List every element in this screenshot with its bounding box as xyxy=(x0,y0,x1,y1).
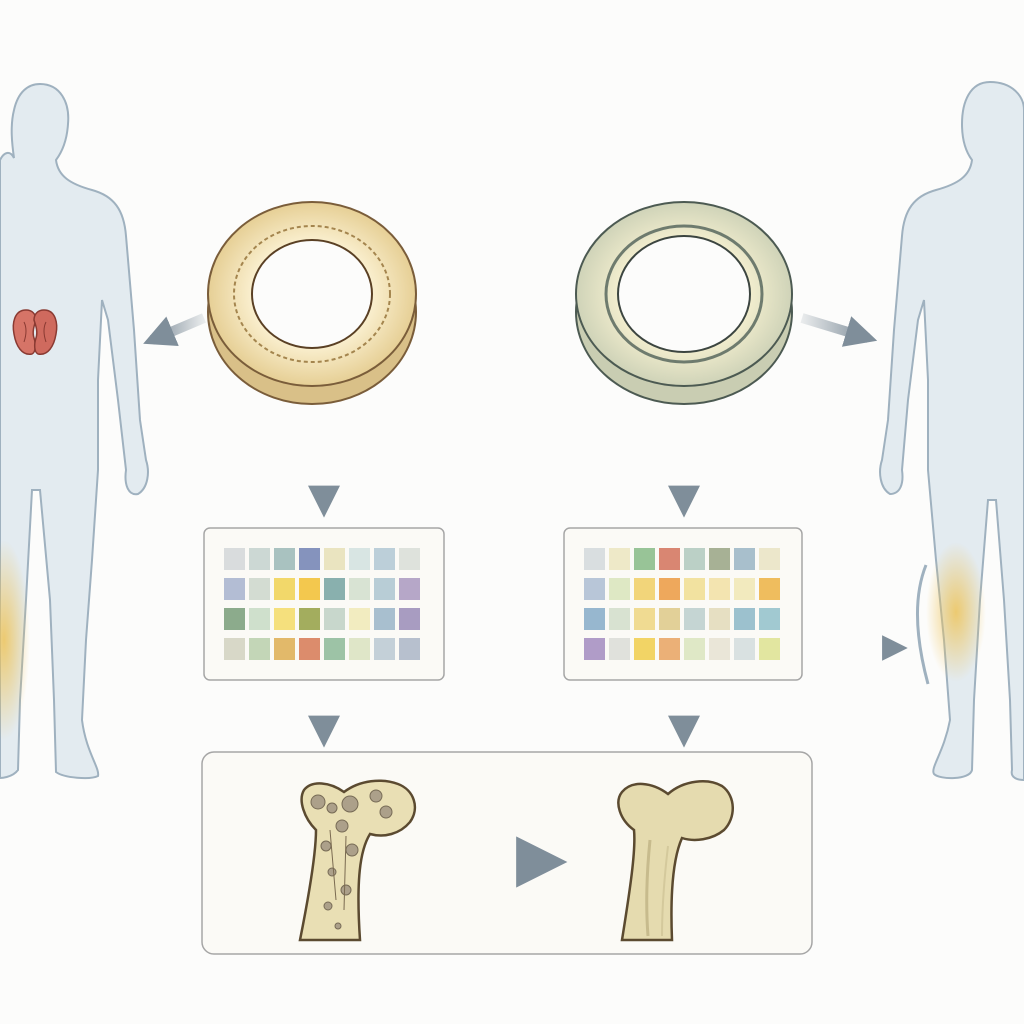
grid-swatch xyxy=(299,638,320,660)
kidney-icon xyxy=(12,309,58,355)
left-grid-panel xyxy=(203,527,445,681)
grid-swatch xyxy=(709,548,730,570)
grid-swatch xyxy=(349,608,370,630)
grid-swatch xyxy=(249,578,270,600)
grid-swatch xyxy=(374,638,395,660)
grid-swatch xyxy=(734,608,755,630)
grid-swatch xyxy=(399,578,420,600)
grid-swatch xyxy=(634,608,655,630)
grid-swatch xyxy=(224,638,245,660)
arrow-left-ring-to-kidney xyxy=(143,313,206,347)
arrow-icon xyxy=(143,313,908,748)
grid-swatch xyxy=(609,578,630,600)
grid-swatch xyxy=(609,638,630,660)
grid-swatch xyxy=(324,578,345,600)
grid-swatch xyxy=(709,638,730,660)
grid-swatch xyxy=(224,578,245,600)
grid-swatch xyxy=(224,548,245,570)
grid-swatch xyxy=(324,638,345,660)
left-grid-cells xyxy=(224,548,420,660)
grid-swatch xyxy=(634,578,655,600)
right-human-silhouette xyxy=(879,80,1024,782)
grid-swatch xyxy=(399,638,420,660)
grid-swatch xyxy=(634,638,655,660)
grid-swatch xyxy=(659,638,680,660)
grid-swatch xyxy=(634,548,655,570)
grid-swatch xyxy=(584,578,605,600)
grid-swatch xyxy=(709,578,730,600)
grid-swatch xyxy=(659,548,680,570)
grid-swatch xyxy=(249,608,270,630)
arrow-right-ring-to-body xyxy=(800,313,878,347)
right-leg-inflammation-glow xyxy=(926,542,986,682)
grid-swatch xyxy=(684,608,705,630)
grid-swatch xyxy=(684,548,705,570)
grid-swatch xyxy=(584,608,605,630)
grid-swatch xyxy=(759,548,780,570)
right-grid-cells xyxy=(584,548,780,660)
grid-swatch xyxy=(349,638,370,660)
grid-swatch xyxy=(399,548,420,570)
left-human-silhouette xyxy=(0,82,149,780)
grid-swatch xyxy=(249,548,270,570)
grid-swatch xyxy=(584,548,605,570)
grid-swatch xyxy=(684,578,705,600)
grid-swatch xyxy=(274,578,295,600)
right-body-outline xyxy=(879,80,1024,782)
grid-swatch xyxy=(349,578,370,600)
grid-swatch xyxy=(374,578,395,600)
grid-swatch xyxy=(584,638,605,660)
grid-swatch xyxy=(299,608,320,630)
grid-swatch xyxy=(609,608,630,630)
left-leg-inflammation-glow xyxy=(0,540,30,740)
left-ring-scaffold xyxy=(207,201,417,405)
grid-swatch xyxy=(709,608,730,630)
right-grid-panel xyxy=(563,527,803,681)
grid-swatch xyxy=(609,548,630,570)
grid-swatch xyxy=(324,548,345,570)
left-body-outline xyxy=(0,82,149,780)
grid-swatch xyxy=(399,608,420,630)
grid-swatch xyxy=(759,608,780,630)
grid-swatch xyxy=(224,608,245,630)
grid-swatch xyxy=(374,608,395,630)
grid-swatch xyxy=(249,638,270,660)
right-leg-highlight-arc xyxy=(916,564,930,685)
grid-swatch xyxy=(734,548,755,570)
grid-swatch xyxy=(274,548,295,570)
bone-regeneration-panel xyxy=(201,751,813,955)
right-ring-scaffold xyxy=(575,201,793,405)
grid-swatch xyxy=(684,638,705,660)
grid-swatch xyxy=(659,578,680,600)
grid-swatch xyxy=(274,638,295,660)
grid-swatch xyxy=(759,578,780,600)
grid-swatch xyxy=(299,548,320,570)
grid-swatch xyxy=(734,578,755,600)
grid-swatch xyxy=(299,578,320,600)
grid-swatch xyxy=(374,548,395,570)
grid-swatch xyxy=(759,638,780,660)
grid-swatch xyxy=(349,548,370,570)
grid-swatch xyxy=(659,608,680,630)
bone-icon-healed xyxy=(617,780,734,942)
bone-icon-damaged xyxy=(298,779,417,942)
grid-swatch xyxy=(734,638,755,660)
grid-swatch xyxy=(274,608,295,630)
grid-swatch xyxy=(324,608,345,630)
